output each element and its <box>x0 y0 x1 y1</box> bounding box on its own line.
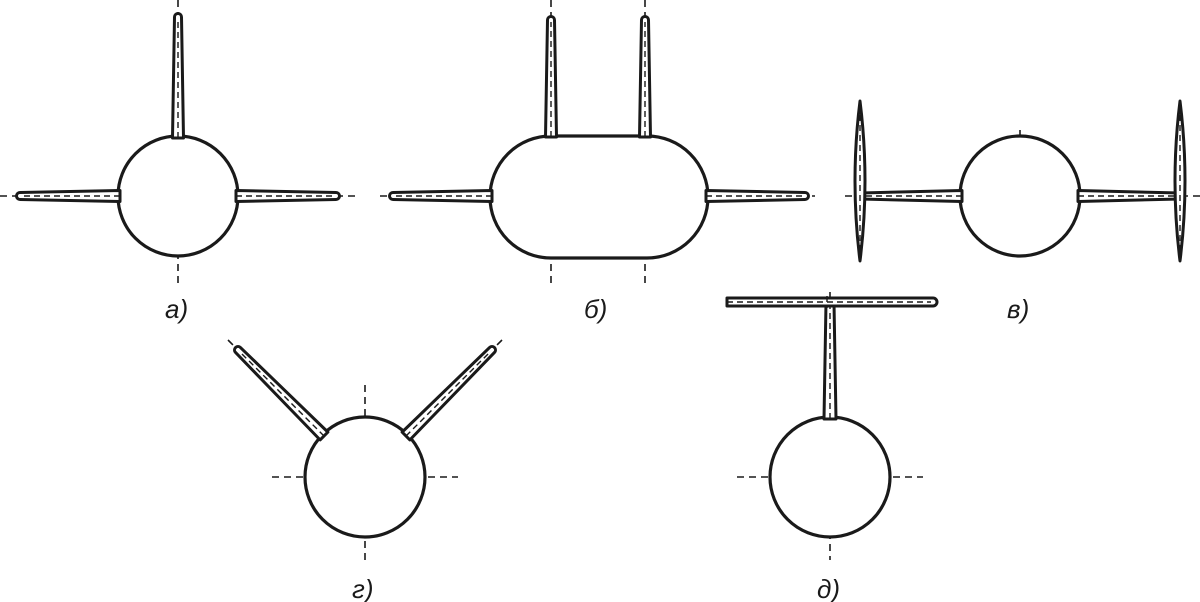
body-circle-v <box>958 134 1082 258</box>
body-circle-a <box>116 134 240 258</box>
body-circle-g <box>303 415 427 539</box>
label-d: д) <box>817 574 840 602</box>
label-g: г) <box>352 574 373 602</box>
body-capsule-b <box>488 134 710 260</box>
label-b: б) <box>584 294 607 324</box>
body-circle-d <box>768 415 892 539</box>
label-v: в) <box>1007 294 1029 324</box>
label-a: а) <box>165 294 188 324</box>
